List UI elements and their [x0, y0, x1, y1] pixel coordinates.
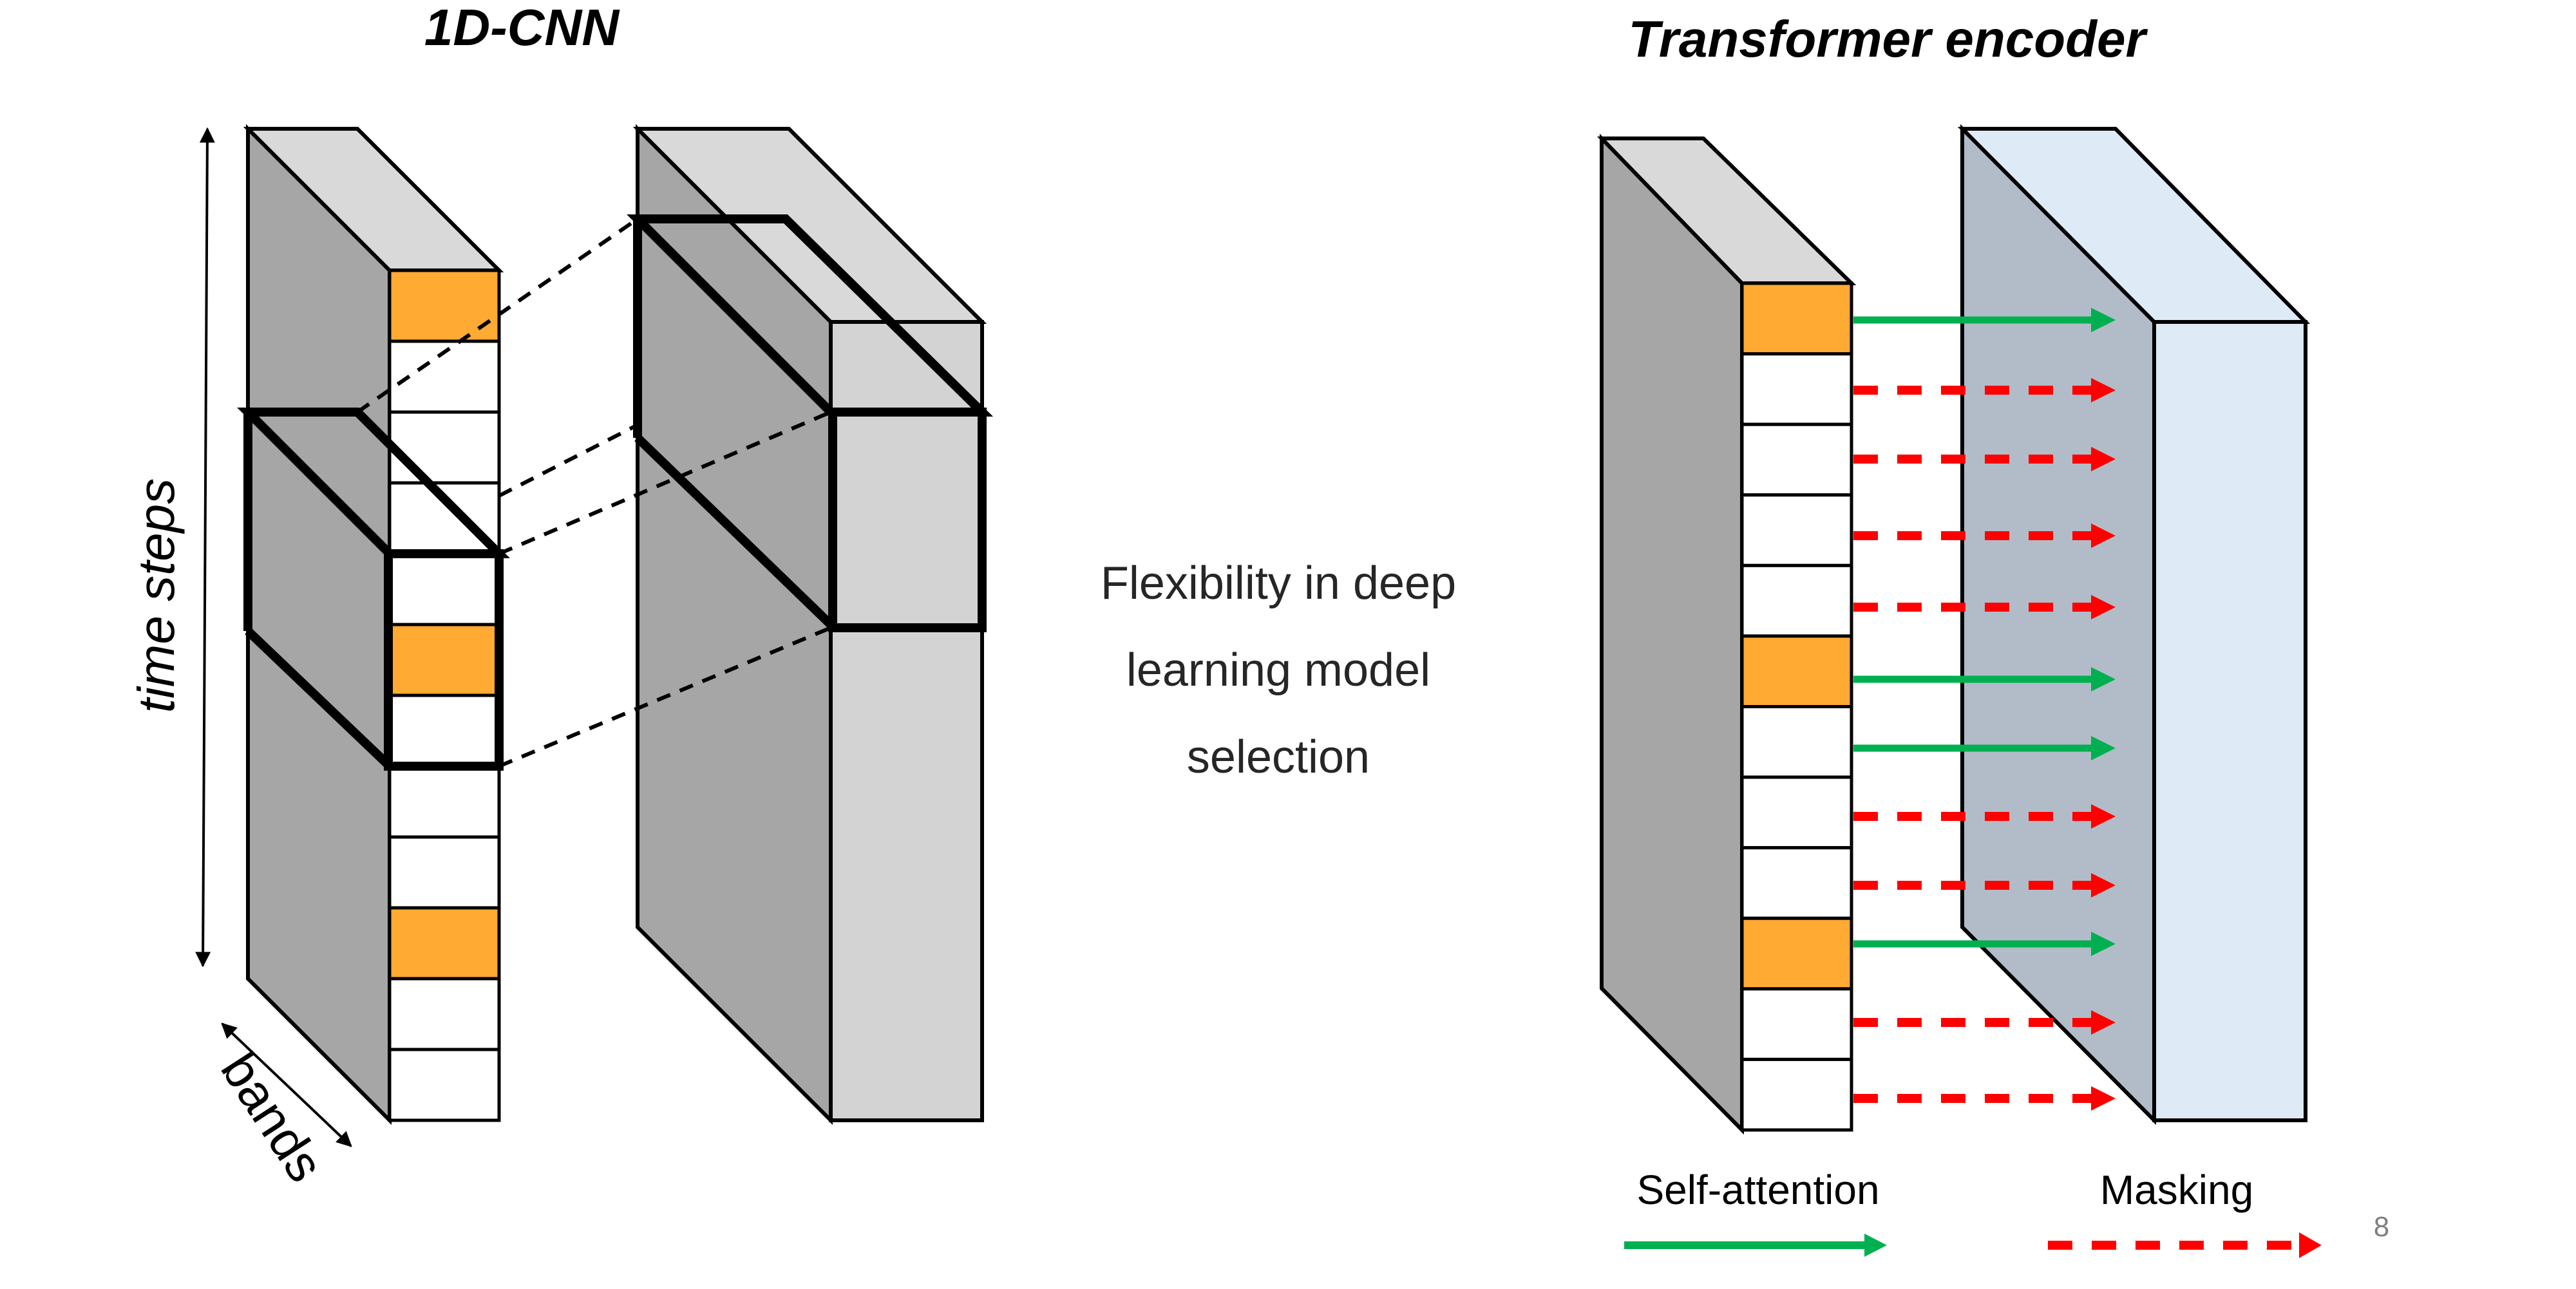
- cnn-input-cell: [388, 481, 501, 556]
- self-attention-arrow: [1853, 736, 2116, 760]
- page-number: 8: [2374, 1211, 2389, 1243]
- cnn-input-cells: [388, 268, 501, 1122]
- time-steps-label: time steps: [128, 478, 185, 713]
- self-attention-arrow: [1853, 932, 2116, 956]
- cnn-input-side-face: [246, 124, 392, 1125]
- masking-arrow: [1853, 595, 2116, 619]
- legend-self-attention-label: Self-attention: [1636, 1167, 1879, 1213]
- cnn-input-cell: [388, 1048, 501, 1122]
- cnn-output-front-face: [829, 320, 984, 1122]
- cnn-input-cell-highlighted: [388, 623, 501, 697]
- transformer-input-cell-highlighted: [1740, 634, 1853, 709]
- cnn-input-cell: [388, 552, 501, 626]
- encoder-front-face: [2152, 320, 2307, 1122]
- transformer-input-cell-highlighted: [1740, 916, 1853, 991]
- transformer-input-cell: [1740, 422, 1853, 497]
- transformer-input-cell: [1740, 352, 1853, 426]
- transformer-input-cells: [1740, 281, 1853, 1132]
- masking-arrow: [1853, 378, 2116, 402]
- cnn-input-cell: [388, 977, 501, 1051]
- transformer-input-cell: [1740, 1057, 1853, 1132]
- cnn-title: 1D-CNN: [424, 0, 620, 56]
- legend-masking-arrow: [2048, 1232, 2322, 1258]
- legend-self-attention-arrow: [1624, 1234, 1887, 1257]
- legend: Self-attention Masking: [1624, 1167, 2322, 1258]
- transformer-title: Transformer encoder: [1628, 10, 2148, 68]
- transformer-input-side-face: [1600, 133, 1744, 1135]
- legend-masking-label: Masking: [2100, 1167, 2253, 1213]
- transformer-input-cell: [1740, 846, 1853, 920]
- cnn-input-cell: [388, 764, 501, 839]
- masking-arrow: [1853, 447, 2116, 471]
- transformer-input-cell-highlighted: [1740, 281, 1853, 356]
- self-attention-arrow: [1853, 667, 2116, 692]
- masking-arrow: [1853, 873, 2116, 898]
- bands-label: bands: [210, 1042, 334, 1191]
- transformer-input-cell: [1740, 493, 1853, 567]
- self-attention-arrow: [1853, 308, 2116, 332]
- transformer-input-cell: [1740, 705, 1853, 779]
- cnn-input-cell: [388, 410, 501, 485]
- cnn-input-cell-highlighted: [388, 268, 501, 343]
- transformer-arrows: [1853, 308, 2116, 1111]
- encoder-block: [1957, 124, 2311, 1125]
- cnn-input-cell: [388, 693, 501, 768]
- cnn-output-block: [632, 124, 987, 1125]
- time-steps-axis: time steps: [128, 127, 215, 968]
- transformer-input-cell: [1740, 775, 1853, 850]
- transformer-input-cell: [1740, 563, 1853, 638]
- masking-arrow: [1853, 1086, 2116, 1111]
- cnn-input-cell-highlighted: [388, 906, 501, 981]
- masking-arrow: [1853, 804, 2116, 829]
- cnn-output-highlight: [627, 214, 994, 632]
- cnn-input-block: [243, 124, 504, 1125]
- center-text-line-2: learning model: [1126, 644, 1430, 696]
- masking-arrow: [1853, 523, 2116, 548]
- center-text-line-1: Flexibility in deep: [1101, 558, 1456, 609]
- cnn-input-cell: [388, 835, 501, 910]
- center-text-line-3: selection: [1187, 731, 1370, 783]
- center-caption: Flexibility in deep learning model selec…: [1101, 558, 1456, 783]
- transformer-input-cell: [1740, 987, 1853, 1061]
- cnn-projection-lines: [356, 217, 832, 768]
- transformer-input-block: [1596, 133, 1857, 1135]
- masking-arrow: [1853, 1010, 2116, 1035]
